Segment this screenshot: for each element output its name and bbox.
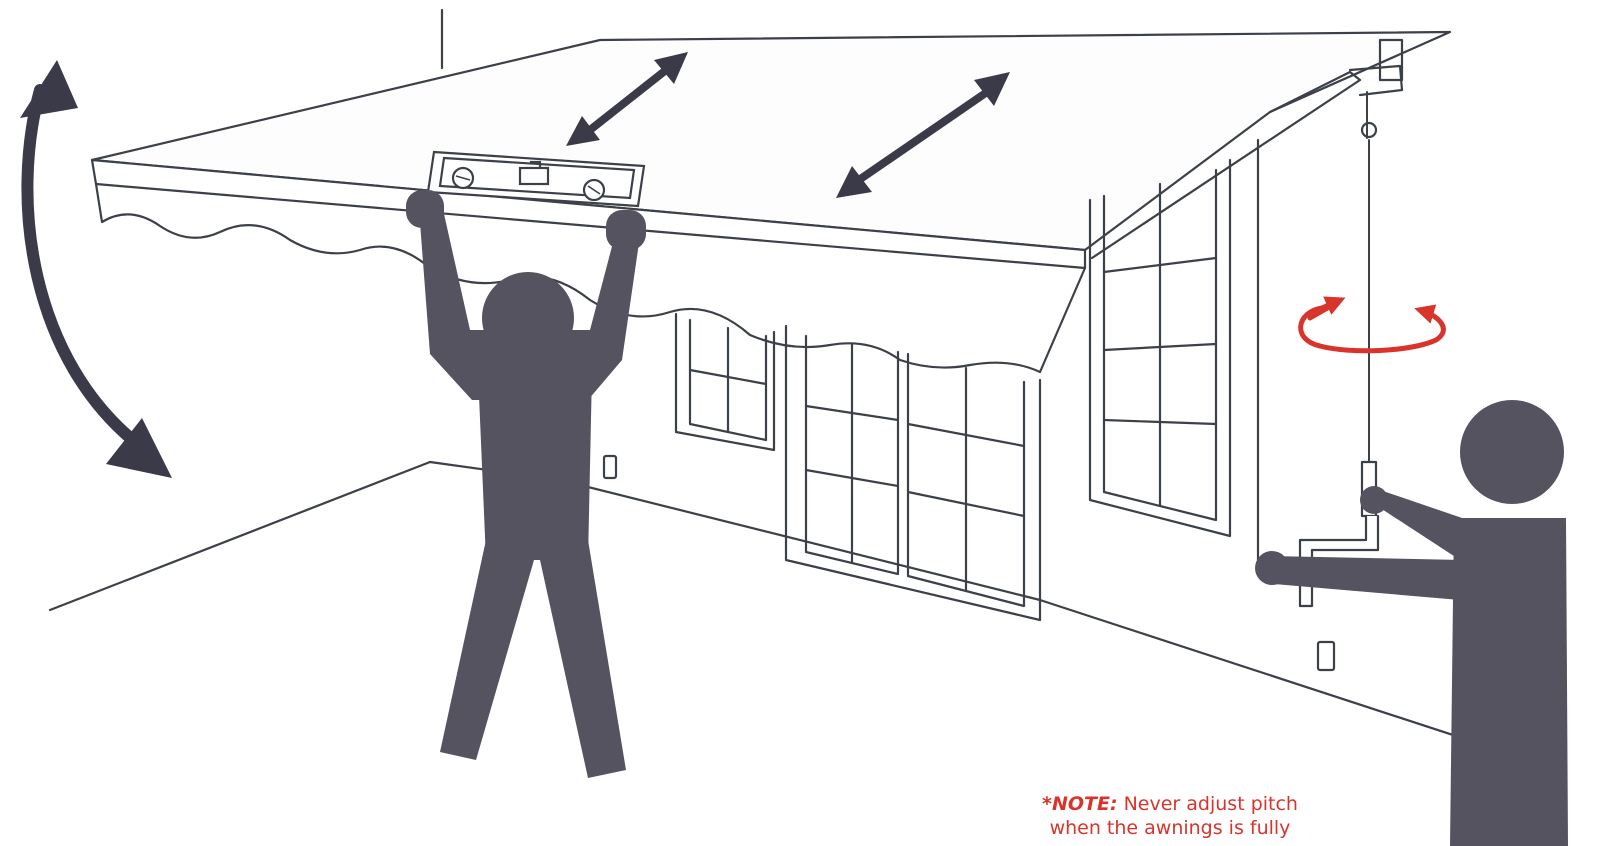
person-turning-crank-icon [1255, 400, 1568, 846]
person-holding-level-icon [406, 190, 646, 778]
note-lead-label: *NOTE: [1042, 793, 1118, 815]
note-line-2: when the awnings is fully [1050, 817, 1291, 839]
person-right-arm-lower [1270, 556, 1462, 600]
pitch-warning-note: *NOTE: Never adjust pitch when the awnin… [1000, 792, 1340, 840]
ground-line [50, 462, 430, 610]
person-right-head [1460, 400, 1564, 504]
wall-outlet-right [1318, 642, 1334, 670]
house-line-art [50, 10, 1560, 770]
pitch-adjust-double-arrow-icon [20, 60, 172, 478]
person-left-legs [440, 540, 534, 760]
wall-outlet-left [604, 456, 616, 478]
person-right-torso [1450, 518, 1568, 846]
awning-canopy [92, 32, 1450, 250]
note-line-1: Never adjust pitch [1124, 793, 1298, 815]
crank-rod [1367, 92, 1369, 462]
person-left-torso [478, 372, 592, 560]
crank-rotation-arrow-icon [1301, 300, 1444, 351]
